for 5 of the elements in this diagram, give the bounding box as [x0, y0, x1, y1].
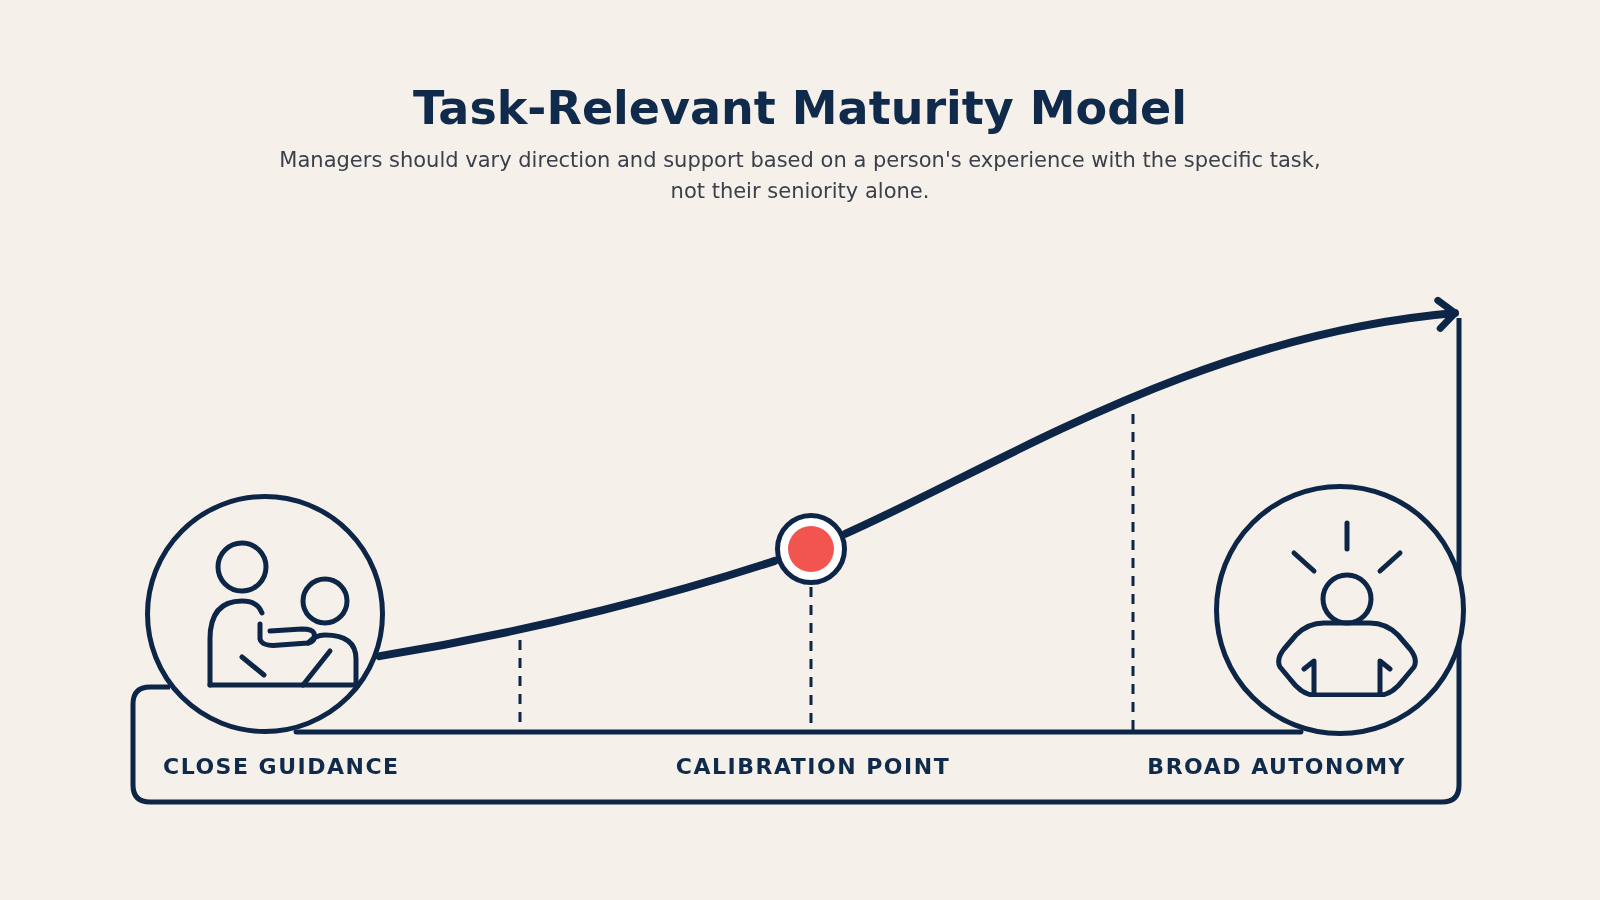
stage-label: CLOSE GUIDANCE: [163, 753, 400, 781]
stage-label: BROAD AUTONOMY: [1146, 753, 1406, 781]
subtitle: Managers should vary direction and support based on a person's experience with the specific task, not their seniority alone.: [278, 147, 1322, 205]
stage-label: CALIBRATION POINT: [674, 753, 952, 781]
title: Task-Relevant Maturity Model: [411, 80, 1189, 137]
